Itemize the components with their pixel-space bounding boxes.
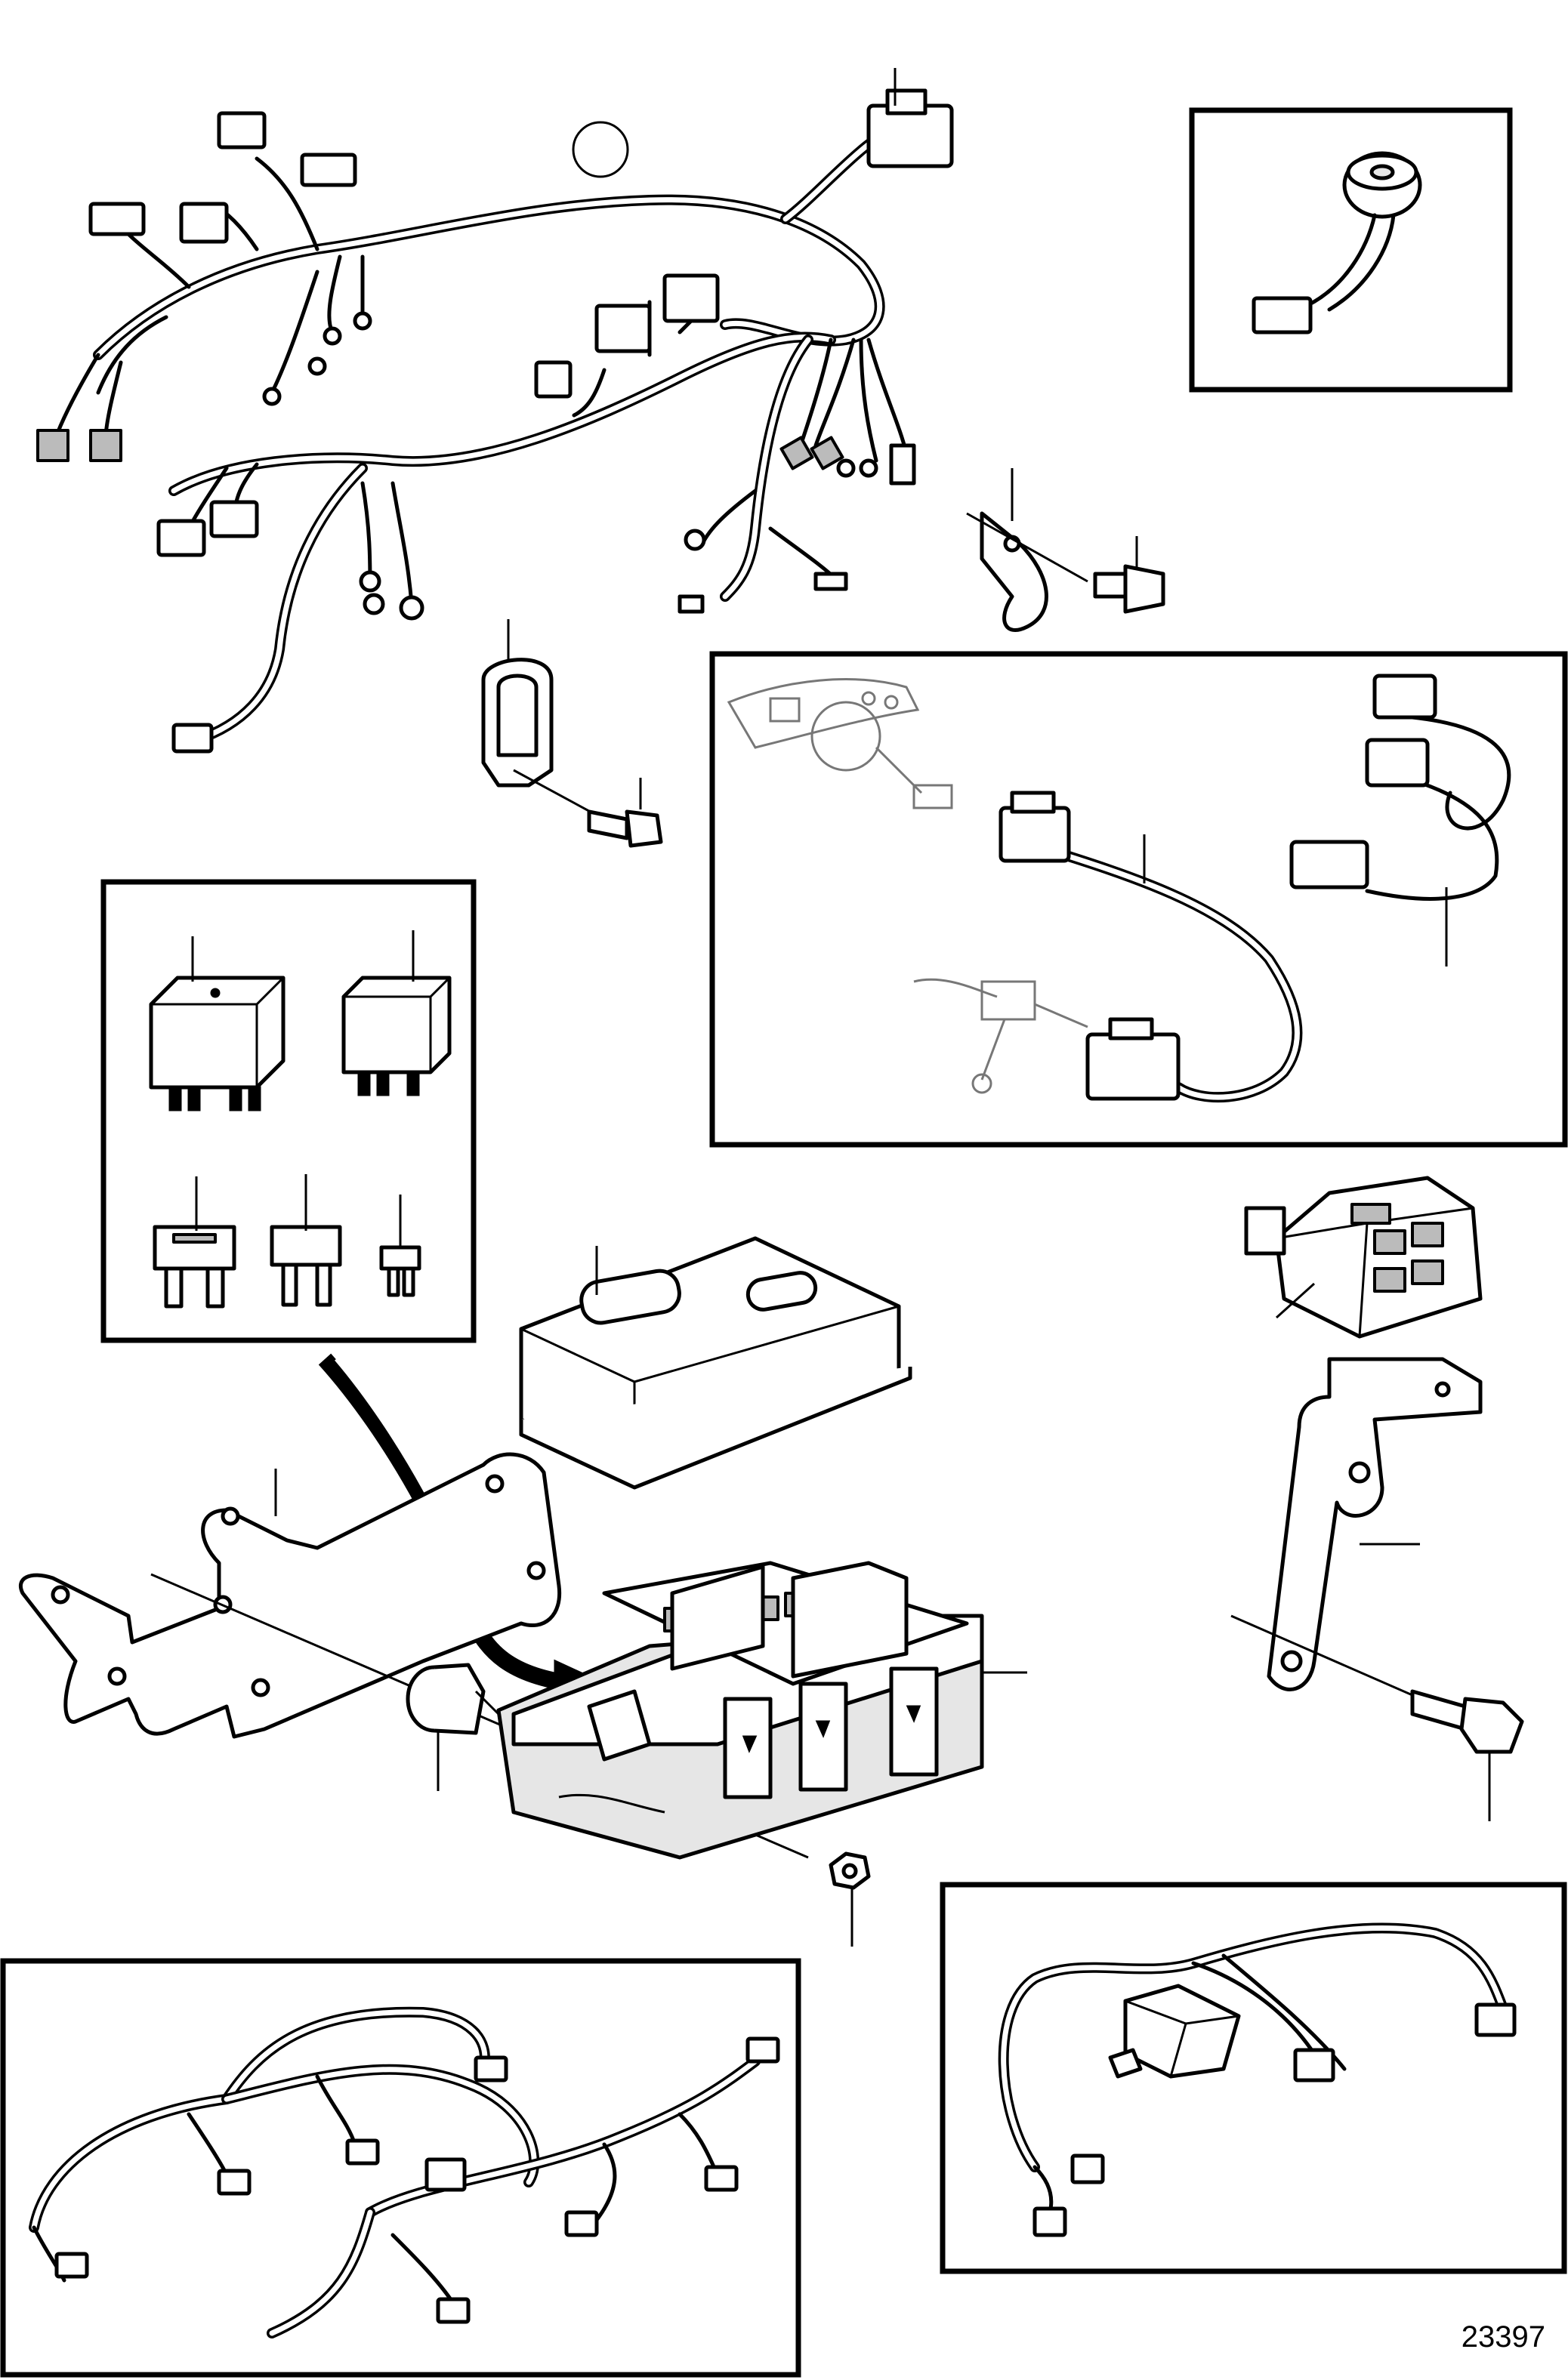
buzzer-box-frame (1189, 107, 1513, 393)
fuse-box-base (496, 1561, 1027, 1860)
connector-bracket (1230, 1357, 1483, 1697)
dashboard-outline (727, 678, 920, 749)
harness-connector (1474, 2002, 1517, 2037)
fuse-medium (270, 1225, 342, 1267)
fuse-mini (379, 1245, 421, 1271)
injector-connector (745, 2036, 780, 2064)
relay-small (341, 976, 452, 1074)
extension-connector (1372, 674, 1437, 720)
connector-block (1244, 1176, 1483, 1339)
harness-connector (1032, 2206, 1067, 2237)
harness-connector (594, 304, 652, 353)
injector-connector (217, 2169, 252, 2196)
harness-connector (156, 519, 206, 557)
injector-connector (436, 2297, 471, 2324)
injector-connector (564, 2210, 599, 2237)
rubber-mount (406, 1663, 504, 1791)
harness-connector (300, 153, 357, 187)
main-wiring-harness (36, 68, 954, 754)
injector-connector (704, 2165, 739, 2192)
extension-connector (1289, 840, 1369, 889)
harness-connector (1070, 2153, 1105, 2184)
harness-connector (209, 500, 259, 538)
injector-harness-box (0, 1958, 801, 2378)
harness-connector (171, 723, 214, 754)
relays-fuses-box (100, 879, 477, 1343)
harness-connector (88, 202, 146, 236)
alternator-harness-box-frame (940, 1882, 1567, 2274)
harness-connector (217, 111, 267, 150)
figure-reference-number: 23397 (1461, 2320, 1545, 2354)
harness-connector (1293, 2048, 1335, 2082)
harness-connector (89, 429, 122, 462)
adapter-cable-box (709, 651, 1568, 1148)
harness-relay-module (1123, 1984, 1241, 2079)
adapter-cable-box-frame (709, 651, 1568, 1148)
reference-circle-marker (572, 121, 629, 178)
alternator-harness-box (940, 1882, 1567, 2274)
injector-harness-box-frame (0, 1958, 801, 2378)
cable-clip-assembly (481, 619, 663, 848)
fuse-box-cover (519, 1236, 912, 1490)
injector-connector (345, 2138, 380, 2166)
injector-connector (474, 2055, 508, 2082)
adapter-connector-upper (999, 806, 1071, 863)
buzzer-box (1189, 107, 1513, 393)
p-clip-assembly (966, 468, 1165, 632)
steering-wheel (810, 701, 881, 772)
harness-connector (662, 273, 720, 323)
injector-connector (424, 2157, 467, 2192)
buzzer-connector (1252, 296, 1313, 334)
injector-connector (54, 2252, 89, 2279)
flange-bolt (1410, 1689, 1524, 1821)
hex-nut (829, 1851, 871, 1947)
relays-fuses-box-frame (100, 879, 477, 1343)
extension-connector (1365, 738, 1430, 788)
adapter-connector-lower (1085, 1032, 1181, 1101)
harness-connector (36, 429, 69, 462)
harness-connector (179, 202, 229, 244)
harness-connector (534, 360, 573, 399)
